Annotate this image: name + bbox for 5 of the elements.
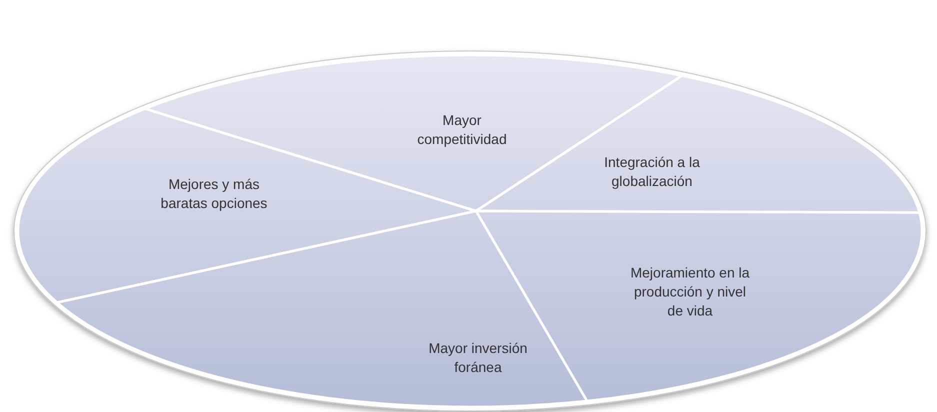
sector-label: Mejores y más baratas opciones — [146, 175, 282, 213]
sector-label: Integración a la globalización — [584, 153, 720, 191]
sector-label: Mejoramiento en la producción y nivel de vida — [628, 264, 752, 320]
sector-label: Mayor competitividad — [407, 111, 517, 149]
sector-label: Mayor inversión foránea — [413, 339, 543, 377]
